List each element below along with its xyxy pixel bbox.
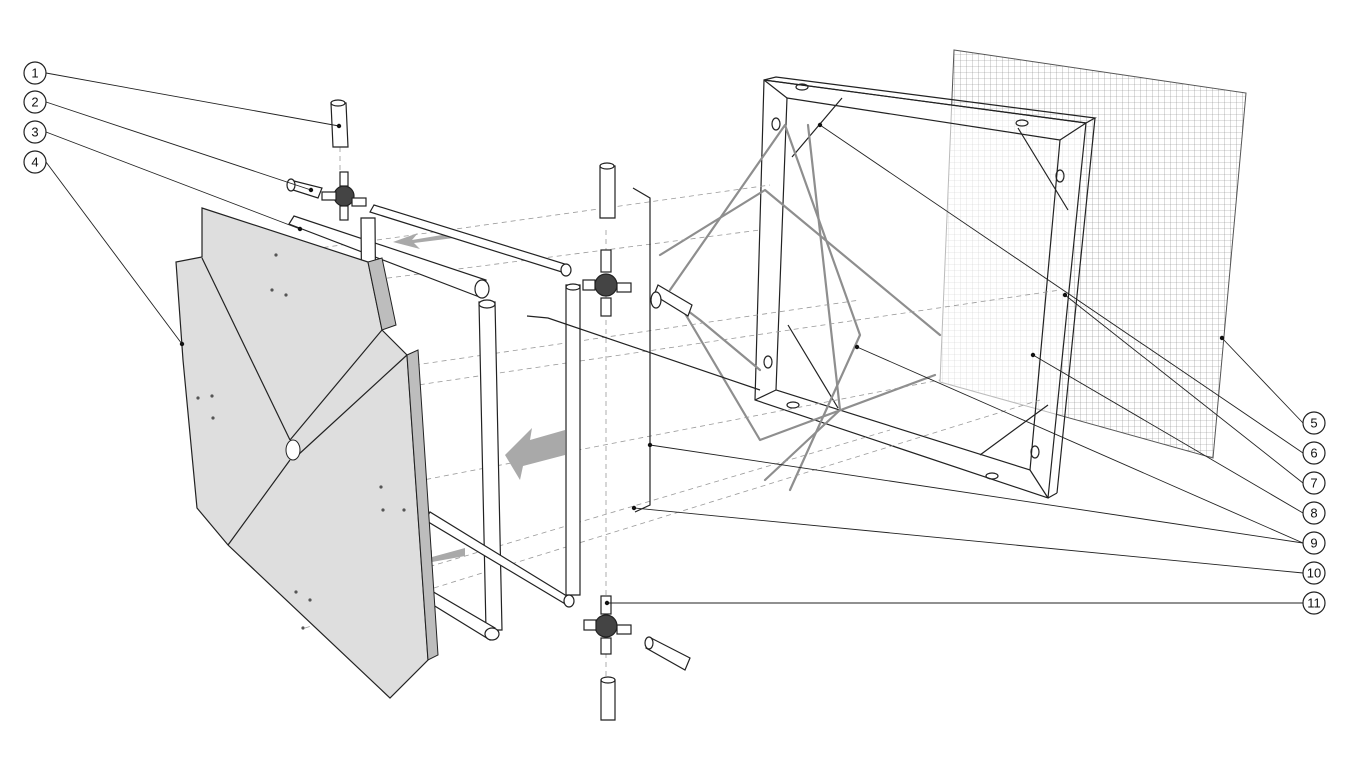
leader-lines [45,72,1304,606]
svg-text:6: 6 [1310,446,1317,461]
svg-text:10: 10 [1307,566,1321,581]
cross-connector-top [321,171,367,221]
svg-text:3: 3 [31,125,38,140]
svg-text:4: 4 [31,155,38,170]
callout-8: 8 [1302,501,1326,525]
callout-5: 5 [1302,411,1326,435]
callout-2: 2 [23,90,47,114]
box-frame [754,76,1097,499]
svg-text:5: 5 [1310,416,1317,431]
callout-3: 3 [23,120,47,144]
svg-text:7: 7 [1310,476,1317,491]
wiring [658,123,942,492]
front-panel [175,207,439,699]
svg-text:11: 11 [1307,596,1321,611]
tube-frame [288,204,581,641]
tube-mid-top [599,162,616,219]
plug-bottom [644,636,691,671]
plug-left [286,178,323,199]
callout-1: 1 [23,61,47,85]
cross-connector-bottom [583,595,632,655]
callout-10: 10 [1302,561,1326,585]
callout-11: 11 [1302,591,1326,615]
svg-text:9: 9 [1310,536,1317,551]
svg-text:8: 8 [1310,506,1317,521]
callout-6: 6 [1302,441,1326,465]
callout-7: 7 [1302,471,1326,495]
cross-connector-mid [582,249,632,317]
cable [526,187,761,513]
short-tube-top [330,99,349,148]
tube-bottom [600,676,616,721]
callout-4: 4 [23,150,47,174]
callout-9: 9 [1302,531,1326,555]
plug-mid [650,284,693,317]
svg-text:1: 1 [31,66,38,81]
svg-text:2: 2 [31,95,38,110]
